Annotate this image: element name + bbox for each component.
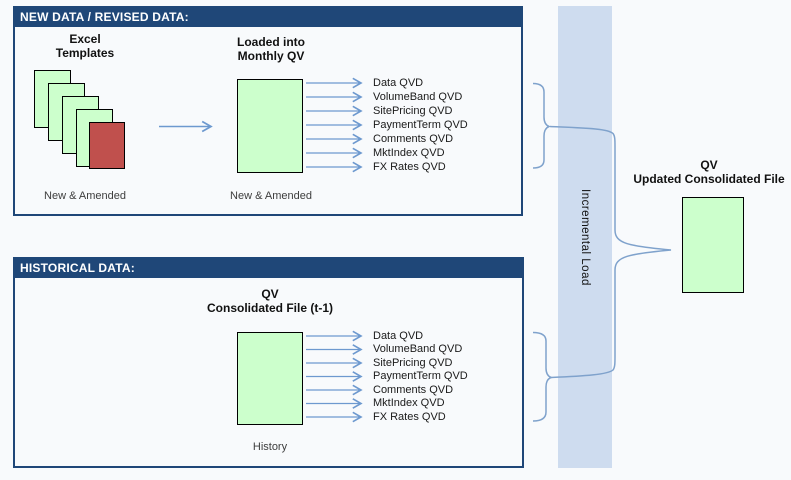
monthly-qv-file bbox=[237, 79, 303, 173]
updated-consolidated-file bbox=[682, 197, 744, 293]
excel-templates-title-line1: Excel bbox=[69, 32, 101, 46]
historical-data-section-header: HISTORICAL DATA: bbox=[15, 259, 522, 278]
incremental-load-label: Incremental Load bbox=[579, 188, 591, 286]
qvd-file-label: VolumeBand QVD bbox=[373, 343, 463, 355]
new-data-section: NEW DATA / REVISED DATA: bbox=[13, 6, 523, 216]
qvd-file-label: VolumeBand QVD bbox=[373, 91, 463, 103]
qvd-file-label: SitePricing QVD bbox=[373, 356, 453, 369]
qvd-file-label: PaymentTerm QVD bbox=[373, 370, 468, 382]
qvd-file-label: Data QVD bbox=[373, 77, 424, 89]
updated-consolidated-file-title-line1: QV bbox=[700, 158, 718, 172]
excel-templates-title: Excel Templates bbox=[25, 32, 145, 60]
excel-template-sheet-amended bbox=[89, 122, 125, 169]
consolidated-file-title: QV Consolidated File (t-1) bbox=[190, 287, 350, 315]
qvd-file-label: Data QVD bbox=[373, 329, 424, 342]
excel-templates-title-line2: Templates bbox=[55, 46, 115, 60]
qvd-file-label: MktIndex QVD bbox=[373, 397, 445, 409]
group-brace-top bbox=[532, 82, 552, 169]
monthly-qv-caption: New & Amended bbox=[230, 190, 312, 202]
qvd-file-label: PaymentTerm QVD bbox=[373, 119, 468, 131]
qvd-file-label: Comments QVD bbox=[373, 133, 454, 145]
historical-data-section: HISTORICAL DATA: bbox=[13, 257, 524, 468]
updated-consolidated-file-title-line2: Updated Consolidated File bbox=[633, 172, 785, 186]
qvd-file-label: SitePricing QVD bbox=[373, 105, 453, 117]
incremental-load-band: Incremental Load bbox=[558, 6, 612, 468]
new-data-qvd-list: Data QVD VolumeBand QVD SitePricing QVD Pay… bbox=[373, 76, 468, 174]
qvd-file-label: FX Rates QVD bbox=[373, 161, 446, 173]
qvd-file-label: Comments QVD bbox=[373, 383, 454, 396]
excel-templates-caption: New & Amended bbox=[44, 190, 126, 202]
group-brace-bottom bbox=[532, 331, 554, 422]
qvd-file-label: FX Rates QVD bbox=[373, 410, 446, 423]
updated-consolidated-file-title: QV Updated Consolidated File bbox=[628, 158, 790, 186]
monthly-qv-title: Loaded into Monthly QV bbox=[211, 35, 331, 63]
consolidated-file-title-line2: Consolidated File (t-1) bbox=[207, 301, 333, 315]
consolidated-file-t1 bbox=[237, 332, 303, 425]
monthly-qv-title-line1: Loaded into bbox=[237, 35, 305, 49]
consolidated-file-caption: History bbox=[252, 441, 288, 453]
new-data-section-header: NEW DATA / REVISED DATA: bbox=[15, 8, 521, 27]
qvd-file-label: MktIndex QVD bbox=[373, 147, 445, 159]
monthly-qv-title-line2: Monthly QV bbox=[237, 49, 305, 63]
consolidated-file-title-line1: QV bbox=[261, 287, 279, 301]
